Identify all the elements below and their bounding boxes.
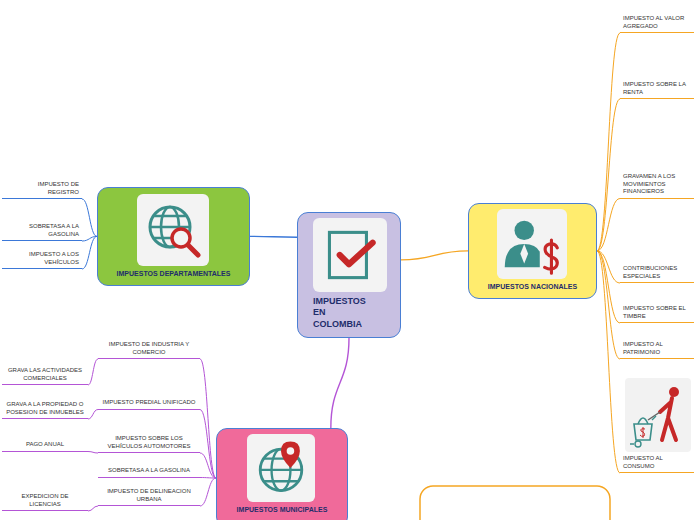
subtopic-label: IMPUESTO DE INDUSTRIA Y COMERCIO xyxy=(98,340,200,359)
topic-title: IMPUESTOS DEPARTAMENTALES xyxy=(104,270,243,279)
globe-pin-icon xyxy=(247,434,315,502)
subtopic-label: PAGO ANUAL xyxy=(2,440,88,452)
branch-line xyxy=(88,452,98,454)
consumption-illustration xyxy=(625,378,691,452)
checkbox-icon xyxy=(313,218,387,292)
subtopic-text: CONTRIBUCIONES ESPECIALES xyxy=(623,265,691,280)
subtopic-text: IMPUESTO SOBRE LA RENTA xyxy=(623,81,691,96)
branch-line xyxy=(88,410,98,420)
subtopic-label: IMPUESTO SOBRE EL TIMBRE xyxy=(620,304,694,323)
subtopic-text: IMPUESTO AL VALOR AGREGADO xyxy=(623,15,691,30)
branch-line xyxy=(200,477,216,479)
topic-title: IMPUESTOS MUNICIPALES xyxy=(223,506,341,515)
branch-line xyxy=(82,236,97,269)
subtopic-text: SOBRETASA A LA GASOLINA xyxy=(101,467,197,475)
subtopic-label: EXPEDICION DE LICENCIAS xyxy=(2,492,88,511)
subtopic-label: IMPUESTO A LOS VEHÍCULOS xyxy=(2,250,82,269)
subtopic-text: PAGO ANUAL xyxy=(5,441,85,449)
subtopic-text: EXPEDICION DE LICENCIAS xyxy=(5,493,85,508)
subtopic-text: GRAVA A LA PROPIEDAD O POSESION DE INMUE… xyxy=(5,401,85,416)
branch-line xyxy=(401,251,468,260)
subtopic-text: SOBRETASA A LA GASOLINA xyxy=(5,223,79,238)
subtopic-text: IMPUESTO DE REGISTRO xyxy=(5,181,79,196)
subtopic-text: IMPUESTO SOBRE EL TIMBRE xyxy=(623,305,691,320)
subtopic-label: GRAVA LAS ACTIVIDADES COMERCIALES xyxy=(2,366,88,385)
topic-title: IMPUESTOS EN COLOMBIA xyxy=(313,296,375,330)
topic-title: IMPUESTOS NACIONALES xyxy=(475,283,590,292)
subtopic-text: IMPUESTO DE DELINEACION URBANA xyxy=(101,488,197,503)
subtopic-label: SOBRETASA A LA GASOLINA xyxy=(98,466,200,478)
subtopic-label: IMPUESTO SOBRE LA RENTA xyxy=(620,80,694,99)
partial-topic-outline xyxy=(420,486,610,520)
branch-line xyxy=(88,359,98,385)
branch-line xyxy=(597,99,620,251)
subtopic-text: IMPUESTO SOBRE LOS VEHÍCULOS AUTOMOTORES xyxy=(101,435,197,450)
topic-box: IMPUESTOS DEPARTAMENTALES xyxy=(97,187,250,286)
topic-box: IMPUESTOS NACIONALES xyxy=(468,203,597,299)
subtopic-text: GRAVA LAS ACTIVIDADES COMERCIALES xyxy=(5,367,85,382)
subtopic-label: IMPUESTO AL VALOR AGREGADO xyxy=(620,14,694,33)
subtopic-text: IMPUESTO DE INDUSTRIA Y COMERCIO xyxy=(101,341,197,356)
subtopic-label: IMPUESTO AL CONSUMO xyxy=(620,454,694,473)
branch-line xyxy=(250,236,297,238)
branch-line xyxy=(331,338,349,428)
subtopic-text: IMPUESTO AL CONSUMO xyxy=(623,455,691,470)
person-money-icon xyxy=(497,209,567,279)
topic-box: IMPUESTOS MUNICIPALES xyxy=(216,428,348,520)
subtopic-text: GRAVAMEN A LOS MOVIMIENTOS FINANCIEROS xyxy=(623,173,691,196)
subtopic-label: IMPUESTO PREDIAL UNIFICADO xyxy=(98,398,200,410)
subtopic-label: IMPUESTO DE REGISTRO xyxy=(2,180,82,199)
branch-line xyxy=(597,251,620,473)
branch-line xyxy=(200,359,216,478)
subtopic-label: CONTRIBUCIONES ESPECIALES xyxy=(620,264,694,283)
branch-line xyxy=(200,478,216,506)
globe-search-icon xyxy=(137,194,209,266)
subtopic-label: GRAVA A LA PROPIEDAD O POSESION DE INMUE… xyxy=(2,400,88,419)
subtopic-label: SOBRETASA A LA GASOLINA xyxy=(2,222,82,241)
branch-line xyxy=(597,33,620,251)
branch-line xyxy=(88,506,98,511)
subtopic-label: IMPUESTO SOBRE LOS VEHÍCULOS AUTOMOTORES xyxy=(98,434,200,453)
branch-line xyxy=(200,410,216,479)
subtopic-label: GRAVAMEN A LOS MOVIMIENTOS FINANCIEROS xyxy=(620,172,694,199)
branch-line xyxy=(597,251,620,359)
branch-line xyxy=(82,199,97,236)
subtopic-text: IMPUESTO PREDIAL UNIFICADO xyxy=(101,399,197,407)
branch-line xyxy=(597,251,620,323)
subtopic-text: IMPUESTO AL PATRIMONIO xyxy=(623,341,691,356)
branch-line xyxy=(597,199,620,251)
topic-box: IMPUESTOS EN COLOMBIA xyxy=(297,212,401,338)
subtopic-label: IMPUESTO DE DELINEACION URBANA xyxy=(98,487,200,506)
subtopic-label: IMPUESTO AL PATRIMONIO xyxy=(620,340,694,359)
branch-line xyxy=(200,453,216,478)
subtopic-text: IMPUESTO A LOS VEHÍCULOS xyxy=(5,251,79,266)
